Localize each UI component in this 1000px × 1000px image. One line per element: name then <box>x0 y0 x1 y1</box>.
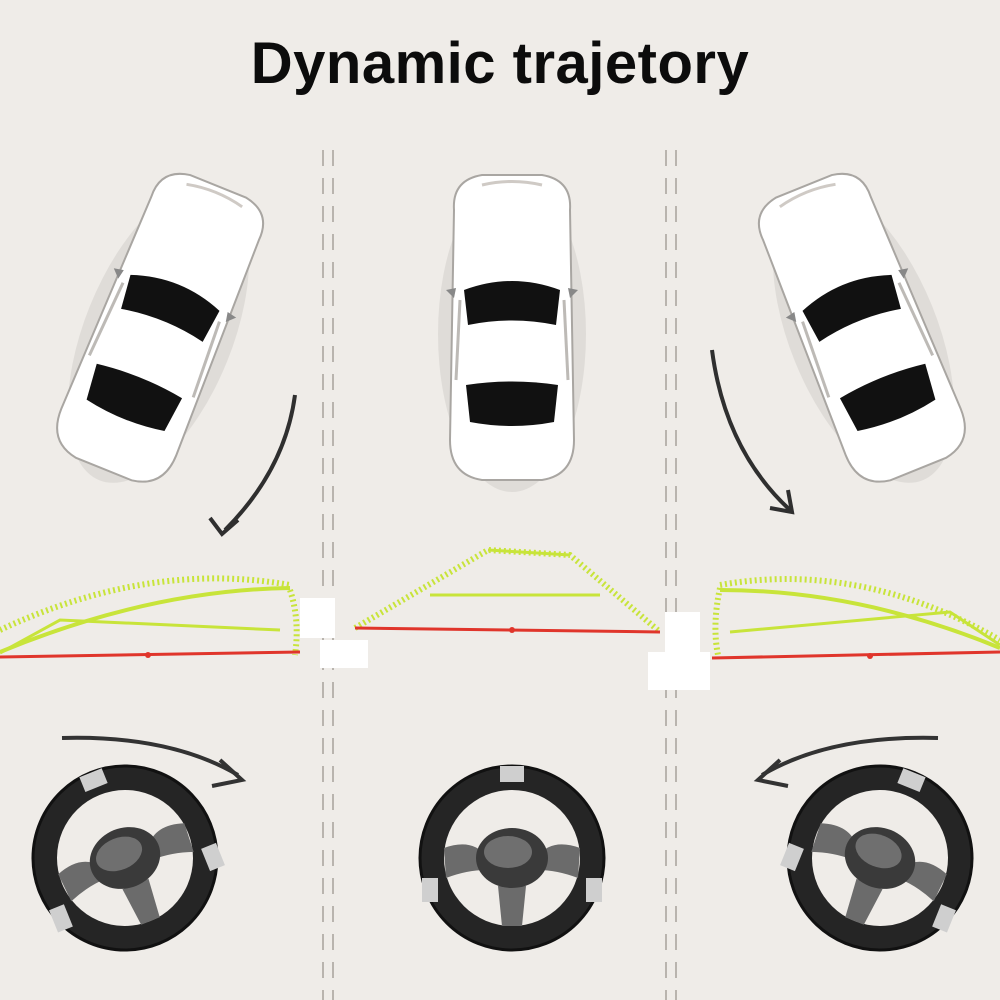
steering-wheel-left <box>3 736 247 980</box>
trajectory-right <box>711 576 1000 660</box>
trajectory-left <box>0 575 368 668</box>
trajectory-center <box>353 546 710 690</box>
steering-wheel-right <box>758 736 1000 980</box>
curved-arrow-icon <box>753 735 939 788</box>
car-right <box>733 157 993 510</box>
curved-arrow-icon <box>710 349 795 515</box>
steering-wheel-center <box>418 764 606 952</box>
curved-arrow-icon <box>208 394 297 537</box>
car-center <box>436 173 588 494</box>
lane-dividers <box>322 150 677 1000</box>
page-title: Dynamic trajetory <box>250 31 750 96</box>
curved-arrow-icon <box>61 735 247 788</box>
car-left <box>29 157 289 510</box>
